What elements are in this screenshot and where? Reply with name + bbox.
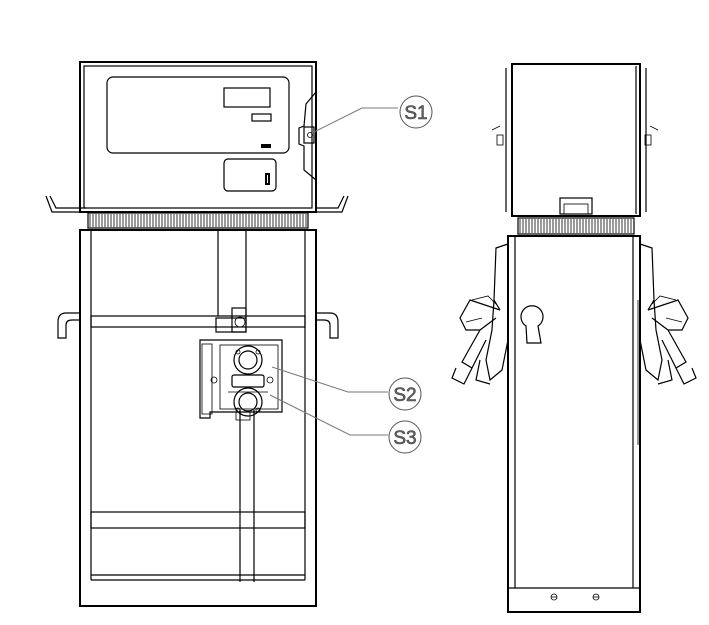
unit-display — [251, 113, 272, 122]
keypad-panel — [223, 158, 277, 192]
price-display — [223, 87, 271, 108]
side-left-nozzles — [451, 243, 509, 385]
callouts: S1 S2 S3 — [269, 95, 433, 454]
callout-s2: S2 — [388, 377, 422, 411]
callout-s1-label: S1 — [404, 103, 427, 124]
side-right-nozzles — [639, 243, 697, 385]
meter-block — [231, 374, 265, 388]
callout-s3-label: S3 — [393, 428, 416, 449]
side-view — [451, 63, 697, 613]
callout-s2-label: S2 — [393, 385, 416, 406]
pump-gear-lower — [233, 387, 263, 417]
side-head — [491, 63, 659, 217]
front-body — [57, 229, 339, 607]
front-head-cabinet — [79, 61, 317, 213]
keyhole-icon — [520, 305, 544, 344]
side-body — [507, 235, 641, 613]
front-view — [45, 61, 349, 607]
s1-part — [303, 126, 315, 144]
side-top-handle — [559, 197, 593, 215]
front-grille — [87, 212, 309, 229]
pump-gear-upper — [233, 345, 263, 375]
front-hydraulic-unit — [199, 307, 283, 421]
callout-s3: S3 — [388, 420, 422, 454]
display-window — [106, 76, 290, 154]
front-brackets — [45, 195, 349, 213]
callout-s1: S1 — [399, 95, 433, 129]
side-grille — [517, 217, 635, 235]
